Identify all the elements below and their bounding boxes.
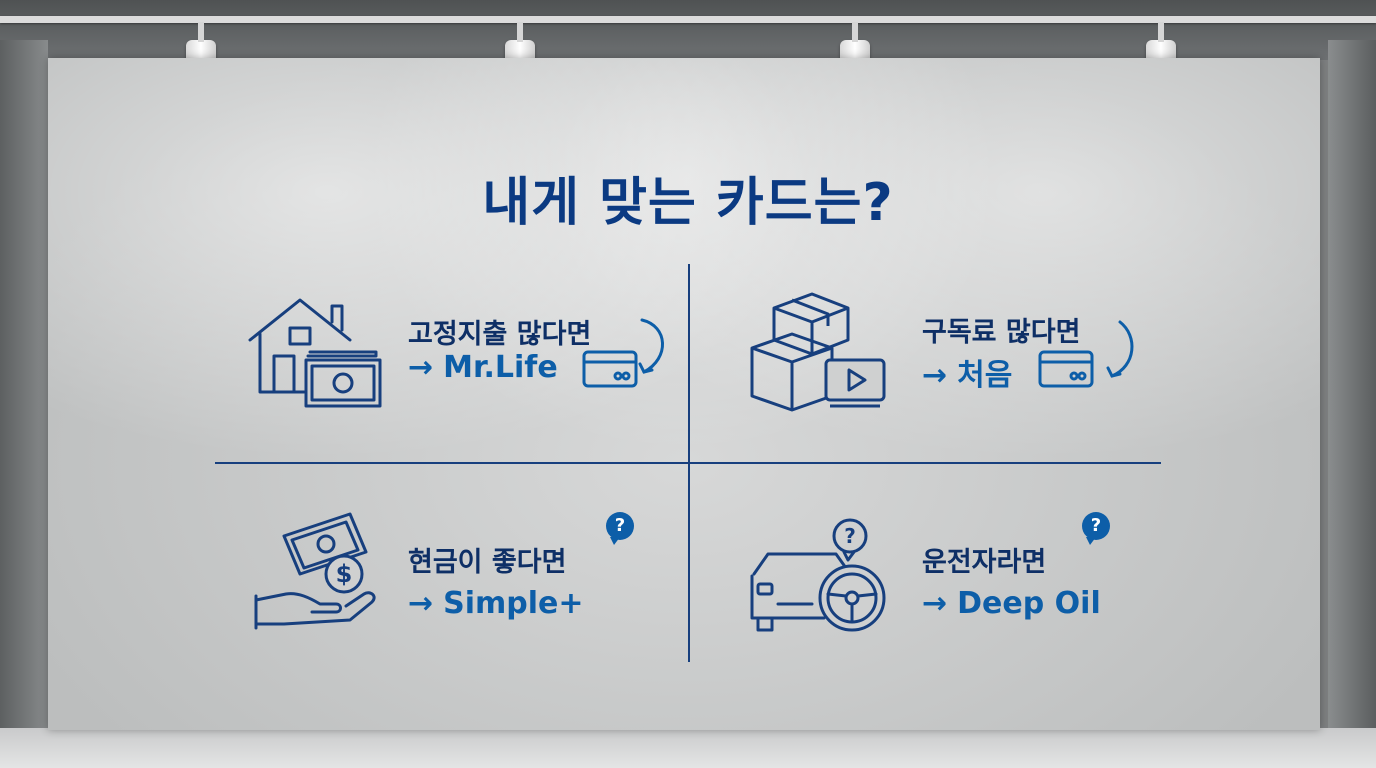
boxes-with-video-icon [750,292,886,412]
card-name: 처음 [957,358,1013,393]
question-badge-icon: ? [1082,512,1110,545]
arrow: → [408,586,434,621]
hand-with-money-icon: $ [254,512,376,630]
wall-title: 내게 맞는 카드는? [482,173,894,233]
light-rail [0,16,1376,23]
card-name: Mr.Life [443,350,558,385]
arrow: → [408,350,434,385]
card-name: Deep Oil [957,586,1101,621]
label-fixed-expenses: 고정지출 많다면 [408,319,592,350]
car-with-steering-wheel-icon: ? [750,518,886,632]
svg-text:$: $ [336,560,353,588]
label-prefer-cash: 현금이 좋다면 [408,547,567,578]
floor [0,728,1376,768]
concrete-wall [48,58,1320,730]
card-recommendation-mrlife: → Mr.Life [408,350,558,385]
arrow: → [922,586,948,621]
card-recommendation-deepoil: → Deep Oil [922,586,1101,621]
credit-card-icon [1038,320,1134,388]
label-subscription-fees: 구독료 많다면 [922,317,1081,348]
horizontal-divider [215,462,1161,464]
right-side-wall [1328,40,1376,740]
house-with-cash-icon [248,298,382,408]
card-recommendation-simpleplus: → Simple+ [408,586,584,621]
card-name: Simple+ [443,586,584,621]
question-badge-icon: ? [606,512,634,545]
label-driver: 운전자라면 [922,547,1047,578]
left-side-wall [0,40,48,740]
svg-text:?: ? [844,524,856,548]
arrow: → [922,358,948,393]
credit-card-icon [582,318,664,388]
card-recommendation-cheoeum: → 처음 [922,350,1012,394]
